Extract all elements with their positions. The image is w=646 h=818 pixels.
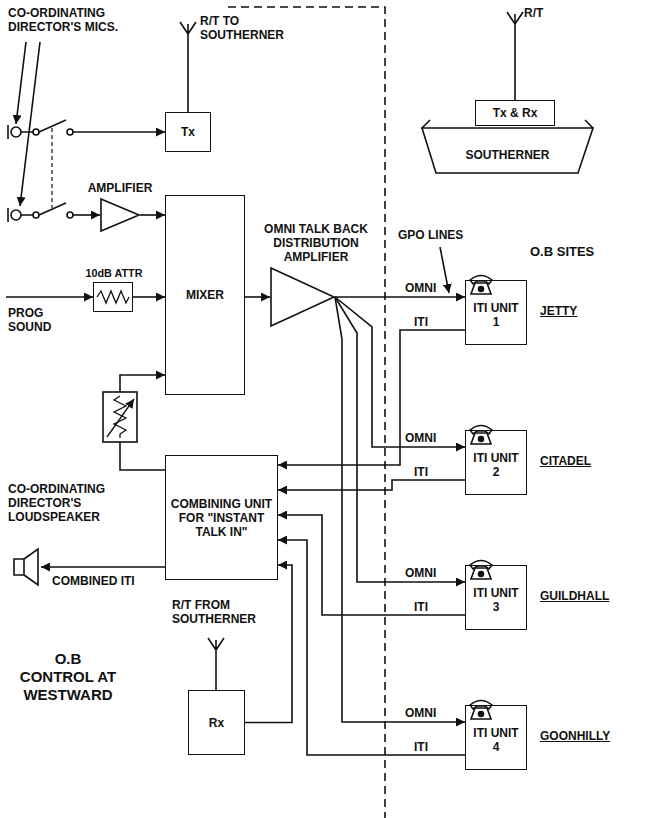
signal-connector [278,515,465,615]
signal-connector [278,480,465,490]
component-text: ITI UNIT 4 [469,726,523,754]
switch-symbol [21,120,66,132]
leader-arrow [16,42,26,124]
microphone-symbol [7,125,9,139]
mic-to-amplifier-wire [73,214,100,216]
signal-label: OMNI [405,706,450,720]
signal-connector [140,214,165,216]
callout-label: CO-ORDINATING DIRECTOR'S MICS. [8,6,173,34]
site-name: JETTY [540,304,630,318]
signal-label: ITI [414,740,444,754]
antenna-label: R/T FROM SOUTHERNER [172,598,282,626]
microphone-symbol [11,127,21,137]
antenna-symbol [208,638,224,690]
amplifier-triangle: AMPLIFIER [100,198,140,232]
signal-label: OMNI [405,431,450,445]
receiver-box: Rx [188,690,245,755]
microphone-symbol [8,125,21,222]
amplifier-symbol [271,268,334,326]
mixer-box: MIXER [165,195,245,395]
component-text: ITI UNIT 2 [469,451,523,479]
iti-unit-box: ITI UNIT 3 [465,565,527,630]
switch-contact [33,129,39,135]
resistor-symbol [114,396,126,438]
signal-label: COMBINED ITI [52,574,152,588]
callout-label: CO-ORDINATING DIRECTOR'S LOUDSPEAKER [8,482,108,524]
signal-connector [278,540,465,755]
component-text: Tx & Rx [493,106,538,120]
component-heading: AMPLIFIER [80,181,160,195]
distribution-amplifier-triangle: OMNI TALK BACK DISTRIBUTION AMPLIFIER [270,267,335,327]
switch-contact [67,129,73,135]
site-name: CITADEL [540,454,630,468]
telephone-icon [470,276,492,295]
microphone-symbol [11,210,21,220]
signal-connector [245,565,292,723]
component-heading: 10dB ATTR [79,266,149,280]
loudspeaker-symbol [14,549,38,585]
transmitter-box: Tx [165,112,211,152]
component-text: ITI UNIT 1 [469,301,523,329]
signal-label: ITI [414,315,444,329]
component-text: ITI UNIT 3 [469,586,523,614]
iti-unit-box: ITI UNIT 2 [465,430,527,495]
leader-arrow [20,42,40,206]
signal-connector [278,330,465,465]
component-text: Rx [209,716,224,730]
combined-iti-wire [41,566,165,568]
antenna-symbol [507,12,523,100]
mic-to-tx-wire [73,131,165,133]
signal-connector [133,296,165,298]
boat-outline [422,120,593,173]
leader-arrow [440,247,449,293]
site-name: GUILDHALL [540,589,630,603]
switch-contact [33,212,39,218]
signal-label: OMNI [405,566,450,580]
control-room-boundary [228,7,385,818]
amplifier-symbol [100,198,140,232]
component-heading: OMNI TALK BACK DISTRIBUTION AMPLIFIER [252,222,380,264]
antenna-label: R/T [524,6,564,20]
variable-attenuator [103,392,137,442]
resistor-symbol [97,291,129,303]
signal-connector [335,296,465,298]
amplifier-symbol [270,267,335,327]
area-title: O.B SITES [530,244,630,259]
switch-contact [67,212,73,218]
site-name: GOONHILLY [540,729,635,743]
switch-symbol [21,203,66,215]
iti-unit-box: ITI UNIT 4 [465,705,527,770]
variable-arrow [107,399,134,437]
area-title: O.B CONTROL AT WESTWARD [18,650,118,704]
line-label: GPO LINES [398,228,478,242]
antenna-label: R/T TO SOUTHERNER [200,14,295,42]
component-text: COMBINING UNIT FOR "INSTANT TALK IN" [169,497,274,539]
signal-label: PROG SOUND [8,306,58,334]
telephone-icon [470,426,492,445]
telephone-icon [470,561,492,580]
boat-hull: SOUTHERNER Tx & Rx [420,98,595,176]
signal-label: ITI [414,465,444,479]
component-text: Tx [181,125,195,139]
telephone-icon [470,701,492,720]
antenna-symbol [180,22,196,112]
attenuator-box: 10dB ATTR [93,282,133,312]
amplifier-symbol [101,199,139,231]
signal-label: ITI [414,600,444,614]
combining-unit-box: COMBINING UNIT FOR "INSTANT TALK IN" [165,455,278,580]
boat-cabin-box: Tx & Rx [475,100,555,126]
prog-sound-wire [6,296,93,298]
component-text: SOUTHERNER [465,148,549,162]
iti-unit-box: ITI UNIT 1 [465,280,527,345]
signal-label: OMNI [405,281,450,295]
component-text: MIXER [186,288,224,302]
microphone-symbol [7,208,9,222]
signal-connector [245,296,270,298]
switch-symbol [21,120,73,218]
switch-gang-link [51,128,52,208]
